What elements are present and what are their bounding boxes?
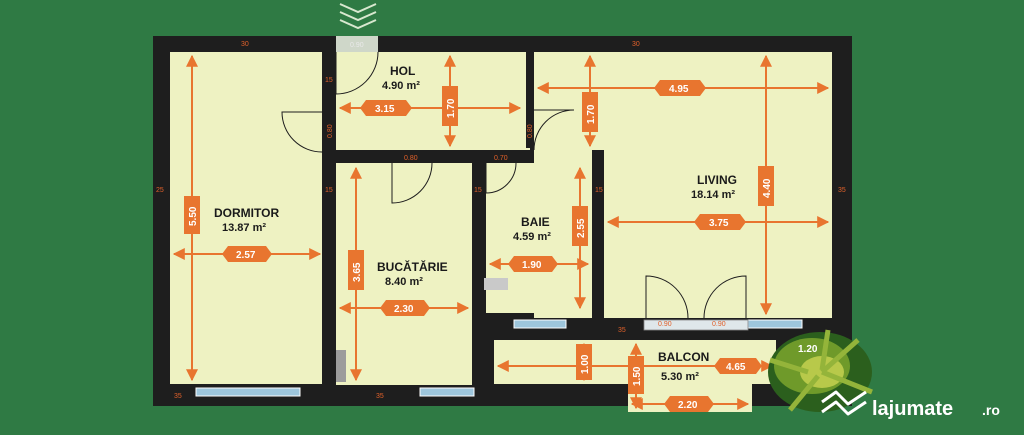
wall-baie-living — [592, 150, 604, 320]
wall-hol-living — [526, 52, 534, 148]
dim-living-h: 4.40 — [762, 178, 773, 198]
window-dormitor — [195, 387, 301, 397]
kitchen-appliance — [484, 278, 508, 290]
dim-living-w: 3.75 — [709, 218, 729, 229]
balcon-name: BALCON — [658, 350, 709, 364]
wall-label-right: 35 — [838, 187, 846, 194]
dim-dormitor-h: 5.50 — [188, 206, 199, 226]
dim-balcon-h1: 1.00 — [580, 354, 591, 374]
wall-label-baie-right: 15 — [595, 187, 603, 194]
door-hol-dormitor-label: 0.80 — [327, 124, 334, 138]
door-entrance-label: 0.90 — [350, 42, 364, 49]
bucatarie-name: BUCĂTĂRIE — [377, 259, 448, 274]
window-living — [747, 319, 803, 329]
living-name: LIVING — [697, 173, 737, 187]
wall-label-dorm-right: 15 — [325, 187, 333, 194]
door-balcon-left — [645, 275, 689, 319]
dim-hol-h: 1.70 — [446, 98, 457, 118]
door-bucatarie-label: 0.80 — [404, 155, 418, 162]
door-living-swing — [533, 109, 575, 151]
dim-baie-h: 2.55 — [576, 218, 587, 238]
door-balcon-right — [703, 275, 747, 319]
door-balcon-right-label: 0.90 — [712, 321, 726, 328]
door-entrance-swing — [335, 51, 379, 95]
chevron-down-icon — [339, 3, 377, 30]
room-hol-extension — [470, 82, 530, 150]
door-hol-living-label: 0.80 — [527, 124, 534, 138]
watermark: lajumate .ro — [821, 390, 1000, 420]
door-dormitor-swing — [281, 111, 323, 153]
hol-name: HOL — [390, 64, 415, 78]
door-baie-swing — [485, 162, 517, 194]
wall-label-top-left: 30 — [241, 41, 249, 48]
wall-label-hol-left: 15 — [325, 77, 333, 84]
dim-balcon-w2: 4.65 — [726, 362, 746, 373]
wall-label-living-bottom: 35 — [618, 327, 626, 334]
door-baie-label: 0.70 — [494, 155, 508, 162]
room-living-lower — [604, 150, 832, 320]
dim-bucatarie-w: 2.30 — [394, 304, 414, 315]
dim-living-h-small: 1.70 — [586, 104, 597, 124]
door-entrance — [336, 36, 378, 52]
dormitor-area: 13.87 m² — [222, 222, 266, 234]
watermark-tld: .ro — [982, 402, 1000, 418]
wall-label-top-right: 30 — [632, 41, 640, 48]
wall-label-left: 25 — [156, 187, 164, 194]
living-area: 18.14 m² — [691, 189, 735, 201]
wall-label-bottom-left: 35 — [174, 393, 182, 400]
dim-balcon-ext: 1.20 — [798, 344, 818, 355]
wall-label-baie-left: 15 — [474, 187, 482, 194]
dim-bucatarie-h: 3.65 — [352, 262, 363, 282]
baie-name: BAIE — [521, 215, 550, 229]
baie-area: 4.59 m² — [513, 231, 551, 243]
door-bucatarie-swing — [391, 162, 433, 204]
hol-area: 4.90 m² — [382, 80, 420, 92]
dim-dormitor-w: 2.57 — [236, 250, 256, 261]
window-balcon-door — [643, 319, 749, 331]
balcon-area: 5.30 m² — [661, 371, 699, 383]
bucatarie-area: 8.40 m² — [385, 276, 423, 288]
door-balcon-left-label: 0.90 — [658, 321, 672, 328]
logo-icon — [821, 390, 867, 416]
dormitor-column — [336, 350, 346, 382]
window-bucatarie — [419, 387, 475, 397]
watermark-brand: lajumate — [872, 398, 953, 420]
plant-icon — [768, 329, 873, 412]
wall-label-bottom-mid: 35 — [376, 393, 384, 400]
dormitor-name: DORMITOR — [214, 206, 279, 220]
dim-balcon-w: 2.20 — [678, 400, 698, 411]
dim-living-top: 4.95 — [669, 84, 689, 95]
window-baie — [513, 319, 567, 329]
dim-hol-w: 3.15 — [375, 104, 395, 115]
dim-baie-w: 1.90 — [522, 260, 542, 271]
dim-balcon-h2: 1.50 — [632, 366, 643, 386]
